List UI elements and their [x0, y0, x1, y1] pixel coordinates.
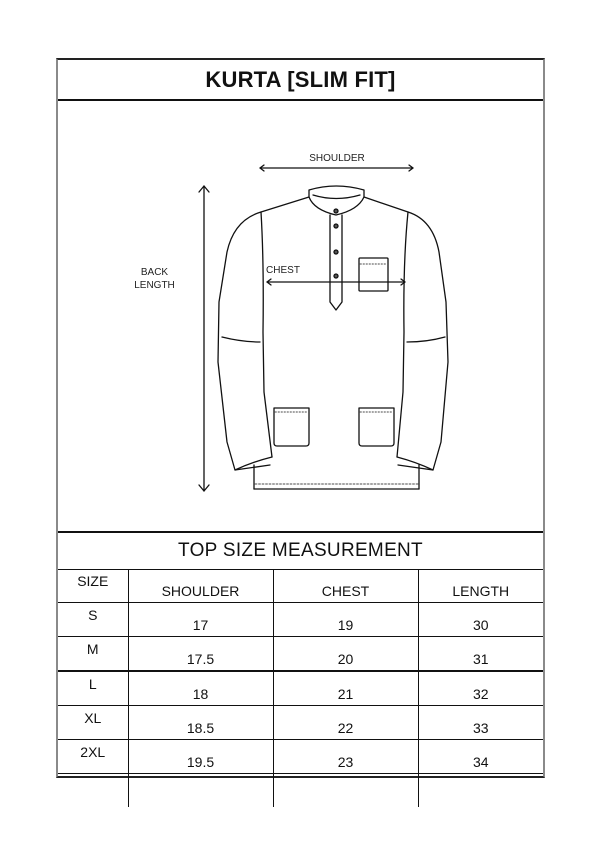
size-cell: L — [58, 670, 129, 706]
title-row: KURTA [SLIM FIT] — [58, 60, 543, 101]
size-cell: S — [58, 602, 129, 637]
shoulder-cell: 17 — [127, 602, 274, 637]
section-title: TOP SIZE MEASUREMENT — [178, 540, 423, 561]
chest-cell — [272, 773, 419, 807]
table-row: 2XL 19.5 23 34 — [58, 739, 543, 774]
shoulder-cell: 17.5 — [127, 636, 274, 672]
shoulder-cell — [127, 773, 274, 807]
shoulder-cell: 18.5 — [127, 705, 274, 740]
length-cell: 31 — [417, 636, 543, 672]
shoulder-label: SHOULDER — [309, 153, 365, 164]
table-row: XL 18.5 22 33 — [58, 705, 543, 740]
shoulder-cell: 19.5 — [127, 739, 274, 774]
size-cell: M — [58, 636, 129, 672]
header-size: SIZE — [58, 569, 129, 603]
table-row: M 17.5 20 31 — [58, 636, 543, 672]
chest-cell: 23 — [272, 739, 419, 774]
table-header-row: SIZE SHOULDER CHEST LENGTH — [58, 569, 543, 603]
table-row: S 17 19 30 — [58, 602, 543, 637]
chest-cell: 19 — [272, 602, 419, 637]
kurta-figure: SHOULDER CHEST BACK LENGTH — [58, 101, 543, 533]
chest-cell: 20 — [272, 636, 419, 672]
page-title: KURTA [SLIM FIT] — [205, 66, 396, 92]
chest-label: CHEST — [266, 265, 300, 276]
back-length-label-line1: BACK — [140, 267, 169, 278]
header-shoulder: SHOULDER — [127, 569, 274, 603]
table-row-empty — [58, 773, 543, 807]
size-cell: XL — [58, 705, 129, 740]
length-cell: 34 — [417, 739, 543, 774]
header-chest: CHEST — [272, 569, 419, 603]
length-cell: 30 — [417, 602, 543, 637]
header-length: LENGTH — [417, 569, 543, 603]
length-cell — [417, 773, 543, 807]
table-row: L 18 21 32 — [58, 670, 543, 706]
section-title-row: TOP SIZE MEASUREMENT — [58, 533, 543, 570]
length-cell: 32 — [417, 670, 543, 706]
size-cell — [58, 773, 129, 807]
chest-cell: 22 — [272, 705, 419, 740]
length-cell: 33 — [417, 705, 543, 740]
back-length-label-line2: LENGTH — [134, 280, 175, 291]
size-cell: 2XL — [58, 739, 129, 774]
chest-cell: 21 — [272, 670, 419, 706]
size-chart-sheet: KURTA [SLIM FIT] — [56, 58, 545, 807]
shoulder-cell: 18 — [127, 670, 274, 706]
size-table: SIZE SHOULDER CHEST LENGTH S 17 19 30 M … — [58, 569, 543, 807]
back-length-label: BACK LENGTH — [132, 266, 177, 292]
